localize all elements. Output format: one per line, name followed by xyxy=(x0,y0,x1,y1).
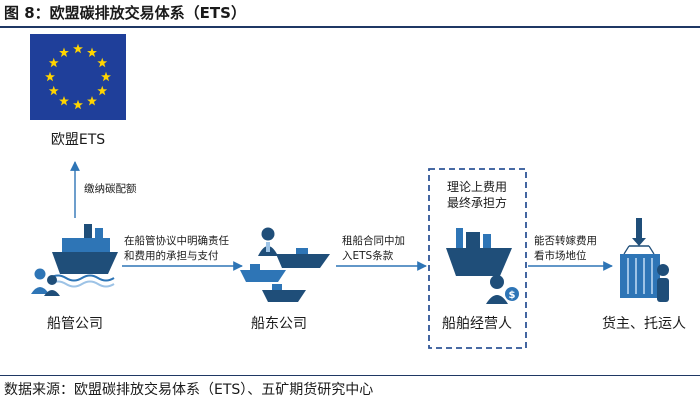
charter-party-label-2: 入ETS条款 xyxy=(342,249,394,262)
management-agreement-label-1: 在船管协议中明确责任 xyxy=(124,234,229,247)
operator-box-label-2: 最终承担方 xyxy=(447,195,507,210)
eu-flag-icon xyxy=(30,34,126,120)
flag-star xyxy=(101,71,111,82)
ship-owner-icon: $ xyxy=(446,228,519,304)
source-note: 数据来源：欧盟碳排放交易体系（ETS）、五矿期货研究中心 xyxy=(4,382,374,398)
source-rule xyxy=(0,375,700,376)
cargo-owner-label: 货主、托运人 xyxy=(602,315,686,332)
flag-star xyxy=(73,43,83,54)
ship-fleet-icon xyxy=(240,227,330,302)
ship-owner-label: 船东公司 xyxy=(251,316,307,332)
management-agreement-label-2: 和费用的承担与支付 xyxy=(124,249,219,262)
market-position-label-1: 能否转嫁费用 xyxy=(534,234,597,247)
market-position-label-2: 看市场地位 xyxy=(534,249,587,262)
ship-operator-label: 船舶经营人 xyxy=(442,316,512,332)
flag-star xyxy=(59,96,69,106)
ship-manager-label: 船管公司 xyxy=(47,316,103,332)
flag-star xyxy=(48,85,59,96)
operator-box-label-1: 理论上费用 xyxy=(447,180,507,194)
figure-title: 图 8：欧盟碳排放交易体系（ETS） xyxy=(4,4,246,22)
flag-star xyxy=(97,57,108,68)
ship-people-icon xyxy=(31,224,118,296)
flag-star xyxy=(97,85,108,96)
flag-star xyxy=(87,96,97,106)
flag-star xyxy=(87,47,97,57)
title-rule xyxy=(0,26,700,28)
container-crane-icon xyxy=(620,218,669,302)
dollar-sign-glyph: $ xyxy=(509,290,516,301)
eu-ets-label: 欧盟ETS xyxy=(51,132,105,148)
charter-party-label-1: 租船合同中加 xyxy=(342,234,405,247)
operator-dashed-box xyxy=(428,168,527,349)
flag-stars xyxy=(45,43,111,110)
flag-star xyxy=(59,47,69,57)
ets-diagram: 欧盟ETS 缴纳碳配额 船管公司 在船管协议中明确责任 和费用的承担与支付 船东… xyxy=(30,34,686,349)
flag-star xyxy=(48,57,59,68)
pay-allowance-label: 缴纳碳配额 xyxy=(84,182,137,195)
flag-star xyxy=(73,99,83,110)
flag-star xyxy=(45,71,55,82)
